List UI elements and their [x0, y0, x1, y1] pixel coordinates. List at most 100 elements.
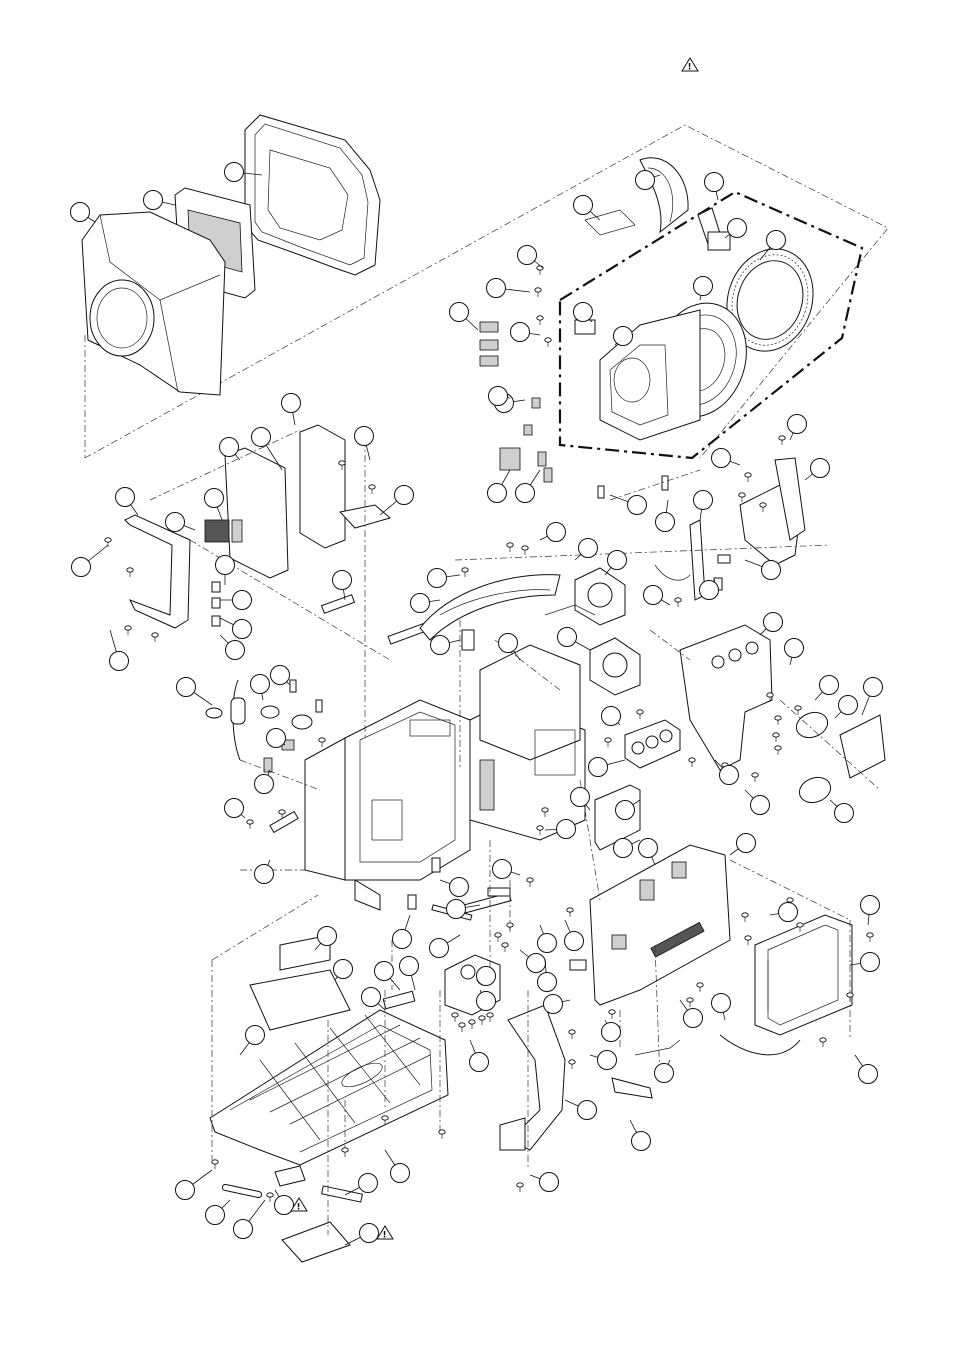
callout-bubble	[430, 935, 461, 958]
screw-icon	[867, 933, 873, 942]
callout-bubble	[602, 1020, 621, 1042]
screw-icon	[605, 738, 611, 747]
screw-icon	[319, 738, 325, 747]
callout-bubble	[644, 586, 671, 606]
side-bracket	[125, 515, 190, 628]
callout-bubble	[614, 327, 633, 346]
screw-icon	[752, 773, 758, 782]
callout-bubble	[639, 839, 658, 866]
callout-bubble	[630, 1120, 651, 1151]
callout-bubble	[116, 488, 139, 516]
lens-hood-group	[82, 115, 380, 395]
svg-text:!: !	[383, 1231, 387, 1241]
callout-bubble	[166, 513, 196, 532]
callout-bubble	[574, 196, 601, 221]
screw-icon	[507, 923, 513, 932]
screw-icon	[775, 746, 781, 755]
screw-icon	[535, 288, 541, 297]
callout-bubble	[511, 323, 541, 342]
screw-icon	[522, 546, 528, 555]
callout-bubble	[544, 995, 571, 1014]
callout-bubble	[267, 729, 286, 748]
callout-bubble	[240, 1026, 265, 1056]
callout-bubble	[216, 556, 235, 586]
screw-icon	[689, 758, 695, 767]
rubber-cap-1	[793, 708, 831, 741]
callout-bubble	[730, 834, 756, 856]
screw-icon	[105, 538, 111, 547]
screw-icon	[247, 820, 253, 829]
screw-icon	[675, 598, 681, 607]
screw-icon	[212, 1160, 218, 1169]
sub-pcb	[590, 845, 730, 1005]
screw-icon	[459, 1023, 465, 1032]
screw-icon	[687, 998, 693, 1007]
callout-bubble	[862, 678, 883, 716]
screw-icon	[795, 706, 801, 715]
bottom-label	[282, 1222, 350, 1262]
screw-icon	[637, 710, 643, 719]
callout-bubble	[255, 770, 274, 794]
callout-bubble	[815, 676, 839, 701]
callout-bubble	[393, 915, 412, 949]
screw-icon	[127, 568, 133, 577]
callout-bubble	[589, 758, 626, 777]
warning-marker-label: !	[377, 1226, 393, 1241]
callout-bubble	[590, 1051, 617, 1070]
bottom-plate-group	[210, 888, 565, 1262]
chassis-frame	[345, 700, 470, 880]
hood-opening	[90, 280, 154, 356]
callout-bubble	[477, 967, 496, 986]
callout-bubble	[271, 666, 291, 686]
screw-icon	[369, 485, 375, 494]
screw-icon	[527, 878, 533, 887]
main-chassis	[206, 575, 585, 910]
screw-icon	[775, 716, 781, 725]
callout-bubble	[220, 438, 241, 461]
screw-icon	[742, 913, 748, 922]
callout-bubble	[255, 860, 274, 884]
callout-bubble	[602, 707, 621, 726]
callout-bubble	[861, 896, 880, 926]
callout-bubble	[206, 1200, 231, 1225]
callout-bubble	[234, 1200, 266, 1239]
callout-bubble	[355, 427, 374, 461]
callout-bubble	[110, 630, 129, 671]
main-board-group	[125, 425, 474, 650]
screw-icon	[745, 936, 751, 945]
callout-bubble	[770, 903, 798, 922]
upper-housing	[480, 645, 580, 760]
screw-icon	[567, 908, 573, 917]
callout-bubble	[177, 678, 213, 706]
chassis-side-left	[305, 738, 345, 880]
screw-icon	[495, 933, 501, 942]
svg-text:!: !	[297, 1203, 301, 1213]
callout-bubble	[470, 1040, 489, 1072]
callout-bubble	[540, 523, 566, 542]
callout-bubble	[656, 500, 675, 532]
lens-cylinder	[640, 158, 688, 232]
callout-bubble	[805, 459, 830, 481]
drive-cable	[720, 1035, 800, 1055]
callout-bubble	[558, 628, 591, 651]
callout-bubble	[694, 491, 713, 521]
callout-bubble	[220, 591, 252, 610]
screw-icon	[342, 1148, 348, 1157]
callout-bubble	[380, 486, 414, 516]
screw-icon	[439, 1130, 445, 1139]
caution-exclamation: !	[688, 63, 692, 73]
callout-bubble	[428, 569, 461, 588]
callout-bubble	[375, 962, 401, 991]
callout-bubble	[487, 279, 531, 298]
screw-icon	[773, 733, 779, 742]
rubber-cap-2	[796, 773, 834, 806]
callout-bubble	[725, 219, 747, 239]
callout-bubble	[705, 173, 724, 201]
callout-bubble	[830, 800, 854, 823]
callout-bubble	[745, 560, 781, 580]
callout-bubble	[225, 799, 246, 819]
callout-bubble	[493, 860, 521, 879]
callout-bubble	[745, 790, 770, 815]
callout-bubble	[488, 470, 511, 503]
